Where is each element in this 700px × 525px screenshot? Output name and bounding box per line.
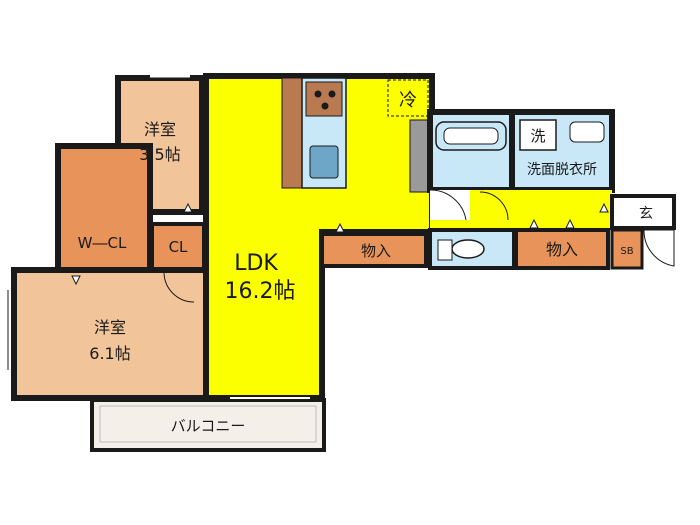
shoebox — [610, 228, 644, 270]
western-room-large — [11, 267, 209, 401]
ldk-name: LDK — [234, 251, 278, 276]
cl-label: CL — [169, 238, 188, 256]
sink-icon — [309, 145, 339, 179]
storage-room-1 — [320, 232, 428, 268]
walk-in-closet — [55, 143, 153, 273]
western-room-small-size: 3.5帖 — [139, 145, 180, 164]
entrance — [610, 194, 676, 230]
storage-room-2 — [514, 228, 610, 270]
balcony-label: バルコニー — [171, 417, 246, 435]
washroom-label: 洗面脱衣所 — [527, 162, 597, 178]
closet — [150, 222, 206, 272]
washer-label: 洗 — [530, 127, 545, 145]
toilet-icon — [451, 239, 485, 259]
western-room-large-size: 6.1帖 — [89, 344, 130, 363]
ldk-size: 16.2帖 — [225, 279, 296, 304]
stove — [305, 81, 343, 117]
washbasin-icon — [569, 121, 605, 143]
shoebox-label: SB — [620, 246, 633, 257]
storage-1-label: 物入 — [361, 242, 391, 260]
fridge-space — [387, 79, 429, 117]
western-room-large-name: 洋室 — [94, 318, 126, 337]
entrance-label: 玄 — [639, 205, 653, 222]
washer-space — [519, 119, 557, 151]
storage-2-label: 物入 — [546, 240, 578, 259]
wcl-label: W―CL — [78, 234, 127, 252]
fridge-label: 冷 — [399, 90, 417, 111]
kitchen-counter — [281, 77, 303, 189]
western-room-small-name: 洋室 — [144, 120, 176, 139]
entrance-door — [643, 229, 675, 267]
